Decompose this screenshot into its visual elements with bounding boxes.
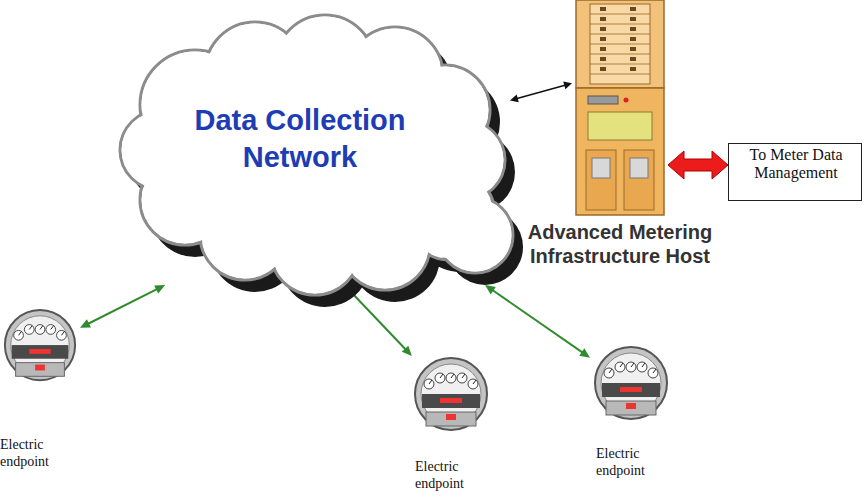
arrow-head <box>563 82 572 90</box>
arrow-head <box>402 346 412 356</box>
ami-host: Advanced Metering Infrastructure Host <box>572 0 668 215</box>
connector-arrow <box>80 285 165 328</box>
network-label: Data Collection Network <box>175 102 425 176</box>
double-arrow-shape <box>668 151 728 179</box>
connector-arrow <box>510 82 572 103</box>
meter-endpoint: Electric endpoint <box>0 308 80 388</box>
arrow-head <box>579 348 590 357</box>
connector-line <box>87 289 158 325</box>
electric-meter <box>410 356 492 438</box>
double-arrow <box>668 151 728 179</box>
connector-line <box>492 290 584 354</box>
endpoint-label: Electric endpoint <box>415 458 477 492</box>
arrow-head <box>80 319 91 328</box>
mdm-box: To Meter Data Management <box>728 143 862 201</box>
server-tower <box>572 0 668 215</box>
electric-meter <box>0 308 80 388</box>
host-label: Advanced Metering Infrastructure Host <box>498 220 742 268</box>
arrow-head <box>485 285 496 294</box>
endpoint-label: Electric endpoint <box>0 436 62 470</box>
meter-endpoint: Electric endpoint <box>590 345 672 427</box>
connector-line <box>516 85 566 99</box>
arrow-head <box>154 285 165 294</box>
meter-endpoint: Electric endpoint <box>410 356 492 438</box>
electric-meter <box>590 345 672 427</box>
network-cloud: Data Collection Network <box>115 10 510 285</box>
mdm-label: To Meter Data Management <box>748 146 844 182</box>
arrow-head <box>510 94 519 102</box>
connector-arrow <box>485 285 590 358</box>
endpoint-label: Electric endpoint <box>596 445 658 479</box>
